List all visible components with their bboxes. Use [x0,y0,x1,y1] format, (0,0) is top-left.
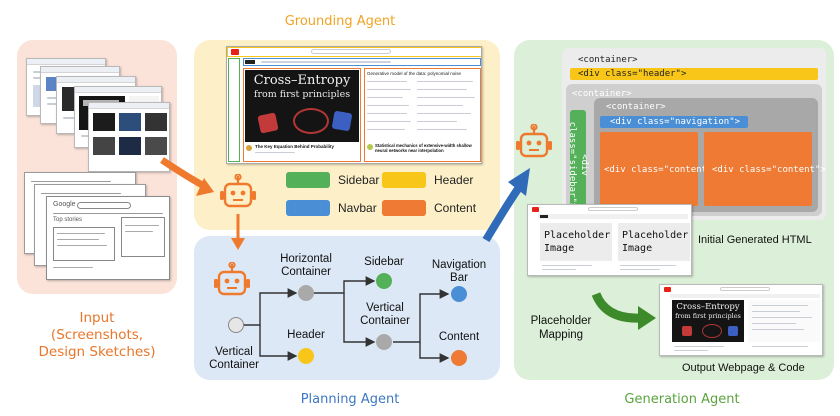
output-label: Output Webpage & Code [682,362,805,374]
code-container-mid: <container> [572,89,632,99]
placeholder-image-2: Placeholder Image [618,223,690,261]
youtube-logo-icon [664,287,671,292]
generation-title: Generation Agent [624,392,740,407]
legend-label-navbar: Navbar [338,201,377,215]
input-screenshot [88,102,170,172]
input-label-line3: Design Sketches) [38,344,156,360]
header-box [227,47,481,57]
legend-swatch-sidebar [286,172,330,188]
input-label-line2: (Screenshots, [50,327,144,343]
initial-html-label: Initial Generated HTML [698,234,812,246]
tree-node-content [451,350,467,366]
navbar-box [243,58,481,66]
tree-node-header [298,348,314,364]
video-caption: The Key Equation Behind Probability [255,144,335,149]
legend-swatch-navbar [286,200,330,216]
youtube-logo-icon [532,207,539,212]
tree-node-sidebar [376,273,392,289]
tree-label-hcontainer: Horizontal Container [280,253,332,278]
grounding-screenshot: Cross–Entropy from first principles The … [226,46,482,164]
output-video-thumbnail: Cross–Entropy from first principles [672,300,744,342]
mapping-label: Placeholder Mapping [522,314,600,342]
planning-tree-edges [243,276,450,363]
sidebar-box [228,58,240,162]
tree-label-sidebar: Sidebar [364,256,404,268]
input-label-line1: Input [79,310,115,326]
youtube-logo-icon [231,49,239,55]
sketch-search-logo: Google [53,201,76,208]
legend-label-sidebar: Sidebar [338,173,380,187]
output-screenshot: Cross–Entropy from first principles [659,284,823,356]
generation-robot-icon [516,124,552,158]
arrow-planning-to-generation [482,183,524,243]
side-caption: Statistical mechanics of extensive-width… [375,143,472,153]
code-header-div: <div class="header"> [578,69,687,79]
initial-html-screenshot: Placeholder Image Placeholder Image [527,204,692,276]
tree-node-navbar [451,286,467,302]
video-thumbnail: Cross–Entropy from first principles [245,70,359,142]
sketch-heading: Top stories [53,217,83,223]
tree-label-root: Vertical Container [209,346,259,371]
video-title-line1: Cross–Entropy [253,73,351,88]
video-title-line2: from first principles [253,89,351,100]
arrow-mapping-to-output [591,292,643,323]
tree-node-root [228,317,244,333]
layout-content-1 [600,132,698,206]
content-box [364,68,481,162]
planning-title: Planning Agent [300,392,400,407]
tree-node-hcontainer [298,285,314,301]
legend-label-content: Content [434,201,477,215]
legend-swatch-content [382,200,426,216]
code-content-div-1: <div class="content"> [604,165,718,175]
legend-label-header: Header [434,173,474,187]
output-video-line2: from first principles [675,312,741,320]
side-heading: Generative model of the data: polynomial… [367,71,462,76]
planning-robot-icon [214,262,250,296]
code-container-inner: <container> [606,102,666,112]
layout-header [570,68,818,80]
arrow-input-to-grounding [160,157,206,190]
content-box [243,68,361,162]
tree-label-header: Header [287,329,325,341]
tree-node-vcontainer [376,334,392,350]
tree-label-navbar: Navigation Bar [431,259,487,284]
layout-content-2 [704,132,812,206]
grounding-robot-icon [220,174,256,208]
input-label: Input (Screenshots, Design Sketches) [17,310,177,361]
code-content-div-2: <div class="content"> [712,165,826,175]
layout-sidebar [570,110,586,208]
output-video-line1: Cross–Entropy [676,302,740,312]
input-sketch-main: Google Top stories [46,196,170,280]
mapping-label-text: Placeholder Mapping [530,315,592,341]
layout-navigation [600,116,748,128]
tree-label-content: Content [438,331,480,343]
code-nav-div: <div class="navigation"> [610,117,741,127]
placeholder-image-1: Placeholder Image [540,223,612,261]
grounding-title: Grounding Agent [284,14,396,29]
tree-label-vcontainer: Vertical Container [360,302,410,327]
code-container-outer: <container> [578,55,638,65]
legend-swatch-header [382,172,426,188]
